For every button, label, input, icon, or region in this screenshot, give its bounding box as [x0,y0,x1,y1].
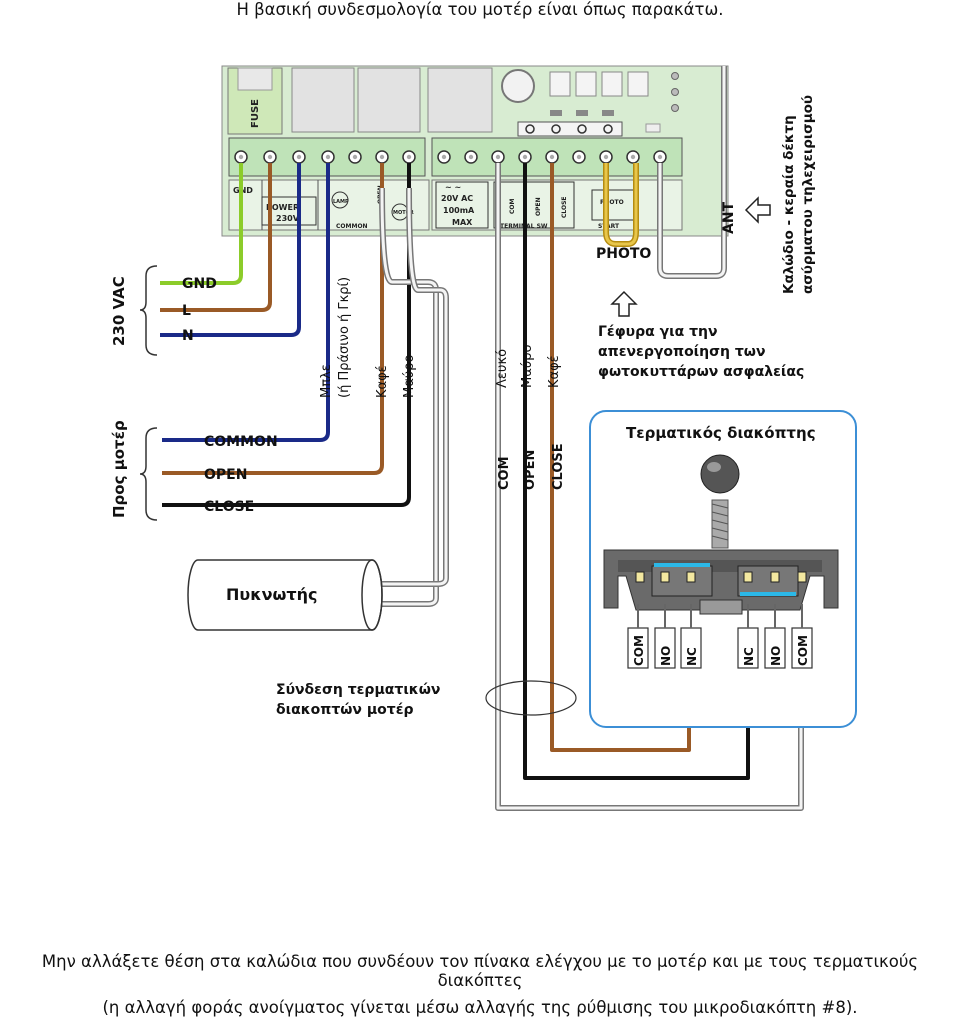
board-power-voltage: 230V [276,214,300,223]
motor-wire-close: CLOSE [204,499,254,515]
terminal-screws [234,150,667,164]
switch-wire-color-white: Λευκό [495,349,510,388]
wire-color-blue: Μπλε [319,364,334,398]
switch-wire-com: COM [497,456,512,490]
capacitor: Πυκνωτής [187,559,383,631]
wire-capacitor-a [380,187,438,606]
board-power: POWER [266,203,299,212]
supply-wire-n: N [182,328,194,344]
svg-text:~ ~: ~ ~ [445,183,461,192]
bottom-caption-line2: (η αλλαγή φοράς ανοίγματος γίνεται μέσω … [102,998,858,1017]
board-gnd: GND [233,186,253,195]
switch-pin [797,571,807,583]
capacitor-label: Πυκνωτής [226,585,317,604]
supply-wire-gnd: GND [182,276,217,292]
board-photo: PHOTO [600,199,624,206]
photo-note-line1: Γέφυρα για την [598,324,718,340]
switch-contacts: COM NO NC NC NO COM [627,604,813,669]
wire-n [160,163,301,337]
board-ac-line1: 20V AC [441,194,473,203]
switch-pin [686,571,696,583]
switch-wire-close: CLOSE [551,443,566,490]
board-close: CLOSE [561,196,568,218]
bottom-caption-line1: Μην αλλάξετε θέση στα καλώδια που συνδέο… [41,952,919,990]
switch-contact-label: NO [769,646,783,666]
switch-wire-color-black: Μαύρο [520,344,535,388]
up-arrow-icon [610,290,638,317]
supply-group-label: 230 VAC [110,276,128,346]
board-common: COMMON [336,223,368,230]
switch-pin [635,571,645,583]
control-board: FUSE GND POWER 230V LAMP [221,65,729,237]
board-open2: OPEN [535,197,542,216]
switch-contact-label: COM [796,635,810,666]
connection-note-line2: διακοπτών μοτέρ [276,702,414,718]
wire-capacitor-b [380,187,448,586]
connection-note-line1: Σύνδεση τερματικών [276,682,440,698]
board-motor: MOTOR [393,210,414,216]
wire-photo-bridge [604,163,638,246]
wire-color-brown: Καφέ [375,365,390,398]
connection-ellipse [485,680,577,716]
wire-common [162,163,330,442]
wire-l [160,163,272,312]
wire-gnd [160,163,243,285]
switch-contact-label: NO [659,646,673,666]
ant-label: ANT [721,201,737,234]
switch-contact-label: NC [685,647,699,666]
switch-contact-label: NC [742,647,756,666]
switch-pins [635,571,807,583]
motor-group-label: Προς μοτέρ [110,420,128,518]
limit-switch-panel: Τερματικός διακόπτης COM NO NC NC NO COM [589,410,857,728]
lever-ball [700,454,740,494]
switch-contact-label: COM [632,635,646,666]
buzzer [501,69,535,103]
left-arrow-icon [744,196,771,224]
supply-wire-l: L [182,303,191,319]
antenna-note-line1: Καλώδιο - κεραία δέκτη [781,115,797,294]
board-com: COM [509,198,516,214]
photo-note-line2: απενεργοποίηση των [598,344,766,360]
wire-antenna [658,66,726,278]
switch-wire-open: OPEN [523,450,538,490]
switch-pin [660,571,670,583]
wire-color-blue-alt: (ή Πράσινο ή Γκρί) [337,277,352,398]
switch-pin [743,571,753,583]
wire-close [162,163,411,507]
motor-wire-common: COMMON [204,434,278,450]
fuse-label: FUSE [250,99,261,128]
wire-open [162,163,384,475]
board-lamp: LAMP [333,199,349,205]
top-caption: Η βασική συνδεσμολογία του μοτέρ είναι ό… [236,0,724,19]
switch-pin [770,571,780,583]
switch-wire-color-brown: Καφέ [547,355,562,388]
antenna-note-line2: ασύρματου τηλεχειρισμού [800,95,816,294]
motor-wire-open: OPEN [204,467,247,483]
photo-label: PHOTO [596,246,651,262]
wire-color-black: Μαύρο [402,354,417,398]
board-ac-line2: 100mA [443,206,475,215]
board-ac-line3: MAX [452,218,473,227]
limit-switch-title: Τερματικός διακόπτης [626,424,816,442]
photo-note-line3: φωτοκυττάρων ασφαλείας [598,364,804,380]
